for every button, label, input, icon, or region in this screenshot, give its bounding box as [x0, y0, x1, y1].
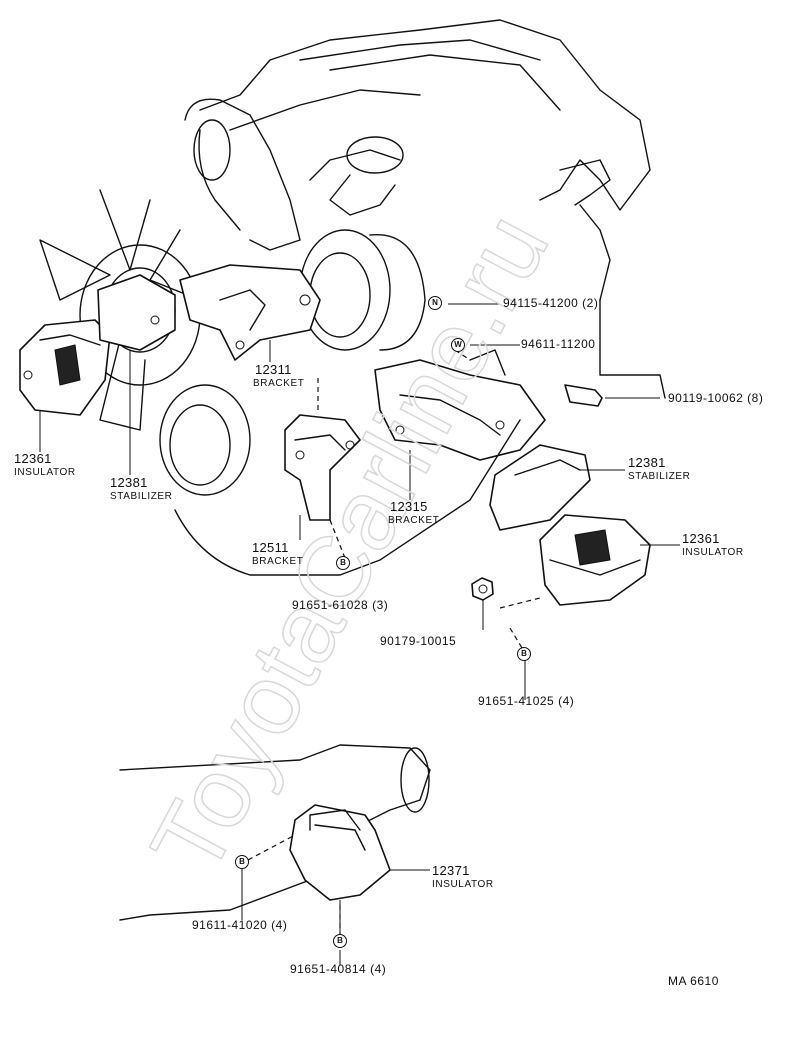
badge-b-91651b: B	[517, 647, 531, 661]
badge-b-91651a: B	[336, 556, 350, 570]
part-12361-right[interactable]: 12361	[682, 531, 720, 546]
part-91651-40814[interactable]: 91651-40814 (4)	[290, 962, 387, 976]
part-91651-41025[interactable]: 91651-41025 (4)	[478, 694, 575, 708]
name-12381-left: STABILIZER	[110, 491, 173, 502]
part-94115[interactable]: 94115-41200 (2)	[503, 296, 599, 310]
part-12381-right[interactable]: 12381	[628, 455, 666, 470]
name-12381-right: STABILIZER	[628, 471, 691, 482]
part-12311[interactable]: 12311	[255, 362, 292, 377]
badge-n: N	[428, 296, 442, 310]
badge-b-91611: B	[235, 855, 249, 869]
illustration-code: MA 6610	[668, 974, 719, 988]
part-12315[interactable]: 12315	[390, 499, 428, 514]
name-12511: BRACKET	[252, 556, 304, 567]
part-12371[interactable]: 12371	[432, 863, 470, 878]
badge-w: W	[451, 338, 465, 352]
name-12315: BRACKET	[388, 515, 440, 526]
part-90179[interactable]: 90179-10015	[380, 634, 457, 648]
part-90119[interactable]: 90119-10062 (8)	[668, 391, 764, 405]
part-12511[interactable]: 12511	[252, 540, 289, 555]
name-12371: INSULATOR	[432, 879, 494, 890]
badge-b-91651c: B	[333, 934, 347, 948]
name-12361-right: INSULATOR	[682, 547, 744, 558]
part-94611[interactable]: 94611-11200	[521, 337, 596, 351]
part-91611-41020[interactable]: 91611-41020 (4)	[192, 918, 288, 932]
name-12311: BRACKET	[253, 378, 305, 389]
name-12361-left: INSULATOR	[14, 467, 76, 478]
part-12381-left[interactable]: 12381	[110, 475, 148, 490]
engine-block-drawing	[19, 19, 680, 965]
part-12361-left[interactable]: 12361	[14, 451, 52, 466]
part-91651-61028[interactable]: 91651-61028 (3)	[292, 598, 389, 612]
